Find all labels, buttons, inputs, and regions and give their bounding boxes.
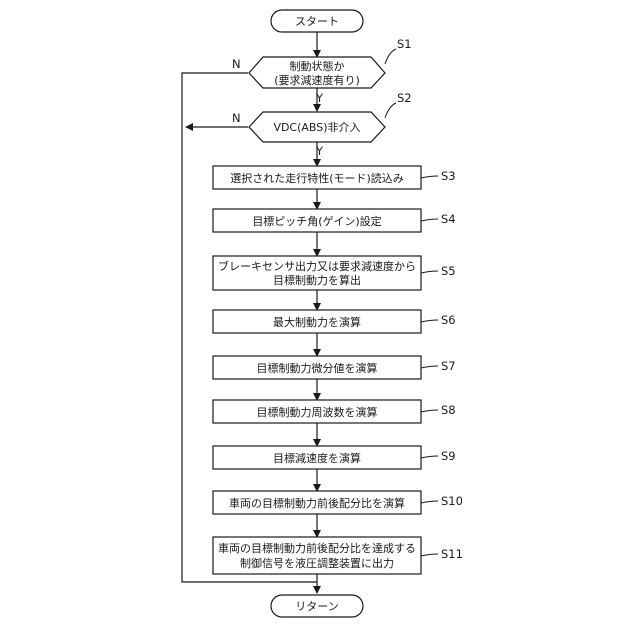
step-label-s11: S11 [441,547,463,561]
step-label-s3: S3 [441,169,456,183]
step-label-s10: S10 [441,494,463,508]
step-label-leader-s9 [421,456,438,458]
step-label-leader-s1 [385,49,396,64]
process-s3: 選択された走行特性(モード)読込み S3 [213,166,456,189]
step-label-s1: S1 [397,37,412,51]
step-label-s6: S6 [441,313,456,327]
process-s10: 車両の目標制動力前後配分比を演算 S10 [213,491,463,514]
end-terminal-text: リターン [295,600,338,613]
process-s3-text: 選択された走行特性(モード)読込み [230,171,404,185]
step-label-s9: S9 [441,449,456,463]
process-s7-text: 目標制動力微分値を演算 [257,361,378,375]
decision-s1-yes-label: Y [315,91,324,105]
decision-s2-no-label: N [232,111,241,125]
process-s5-text-line-2: 目標制動力を算出 [273,273,361,287]
decision-s2-text-line-1: VDC(ABS)非介入 [273,121,360,134]
decision-s2-yes-label: Y [315,144,324,158]
process-s11-text-line-1: 車両の目標制動力前後配分比を達成する [218,541,416,555]
step-label-s5: S5 [441,264,456,278]
process-s8: 目標制動力周波数を演算 S8 [213,400,456,423]
process-s5-text-line-1: ブレーキセンサ出力又は要求減速度から [218,259,416,273]
process-s9: 目標減速度を演算 S9 [213,446,456,469]
process-s6: 最大制動力を演算 S6 [213,310,456,333]
step-label-leader-s8 [421,410,438,412]
process-s8-text: 目標制動力周波数を演算 [257,405,378,419]
end-terminal: リターン [271,595,363,617]
process-s4: 目標ピッチ角(ゲイン)設定 S4 [213,209,456,232]
decision-s1: 制動状態か (要求減速度有り) S1 N Y [232,37,412,105]
step-label-leader-s3 [421,176,438,178]
process-s11-text-line-2: 制御信号を液圧調整装置に出力 [240,556,394,570]
step-label-leader-s2 [385,103,396,118]
step-label-leader-s6 [421,320,438,322]
step-label-leader-s11 [421,554,438,556]
process-s10-text: 車両の目標制動力前後配分比を演算 [229,496,405,510]
process-s9-text: 目標減速度を演算 [273,451,361,465]
decision-s1-no-label: N [232,57,241,71]
process-s11: 車両の目標制動力前後配分比を達成する 制御信号を液圧調整装置に出力 S11 [213,537,463,574]
step-label-leader-s5 [421,271,438,273]
step-label-s8: S8 [441,403,456,417]
decision-s1-text-line-2: (要求減速度有り) [274,73,360,87]
step-label-s2: S2 [397,91,412,105]
decision-s1-text-line-1: 制動状態か [290,59,345,73]
step-label-leader-s10 [421,501,438,503]
process-s6-text: 最大制動力を演算 [273,315,361,329]
process-s4-text: 目標ピッチ角(ゲイン)設定 [252,214,381,228]
process-s7: 目標制動力微分値を演算 S7 [213,356,456,379]
step-label-s7: S7 [441,359,456,373]
step-label-leader-s7 [421,366,438,368]
start-terminal-text: スタート [295,15,339,28]
process-s5: ブレーキセンサ出力又は要求減速度から 目標制動力を算出 S5 [213,256,456,290]
step-label-s4: S4 [441,212,456,226]
step-label-leader-s4 [421,219,438,221]
start-terminal: スタート [271,10,363,32]
